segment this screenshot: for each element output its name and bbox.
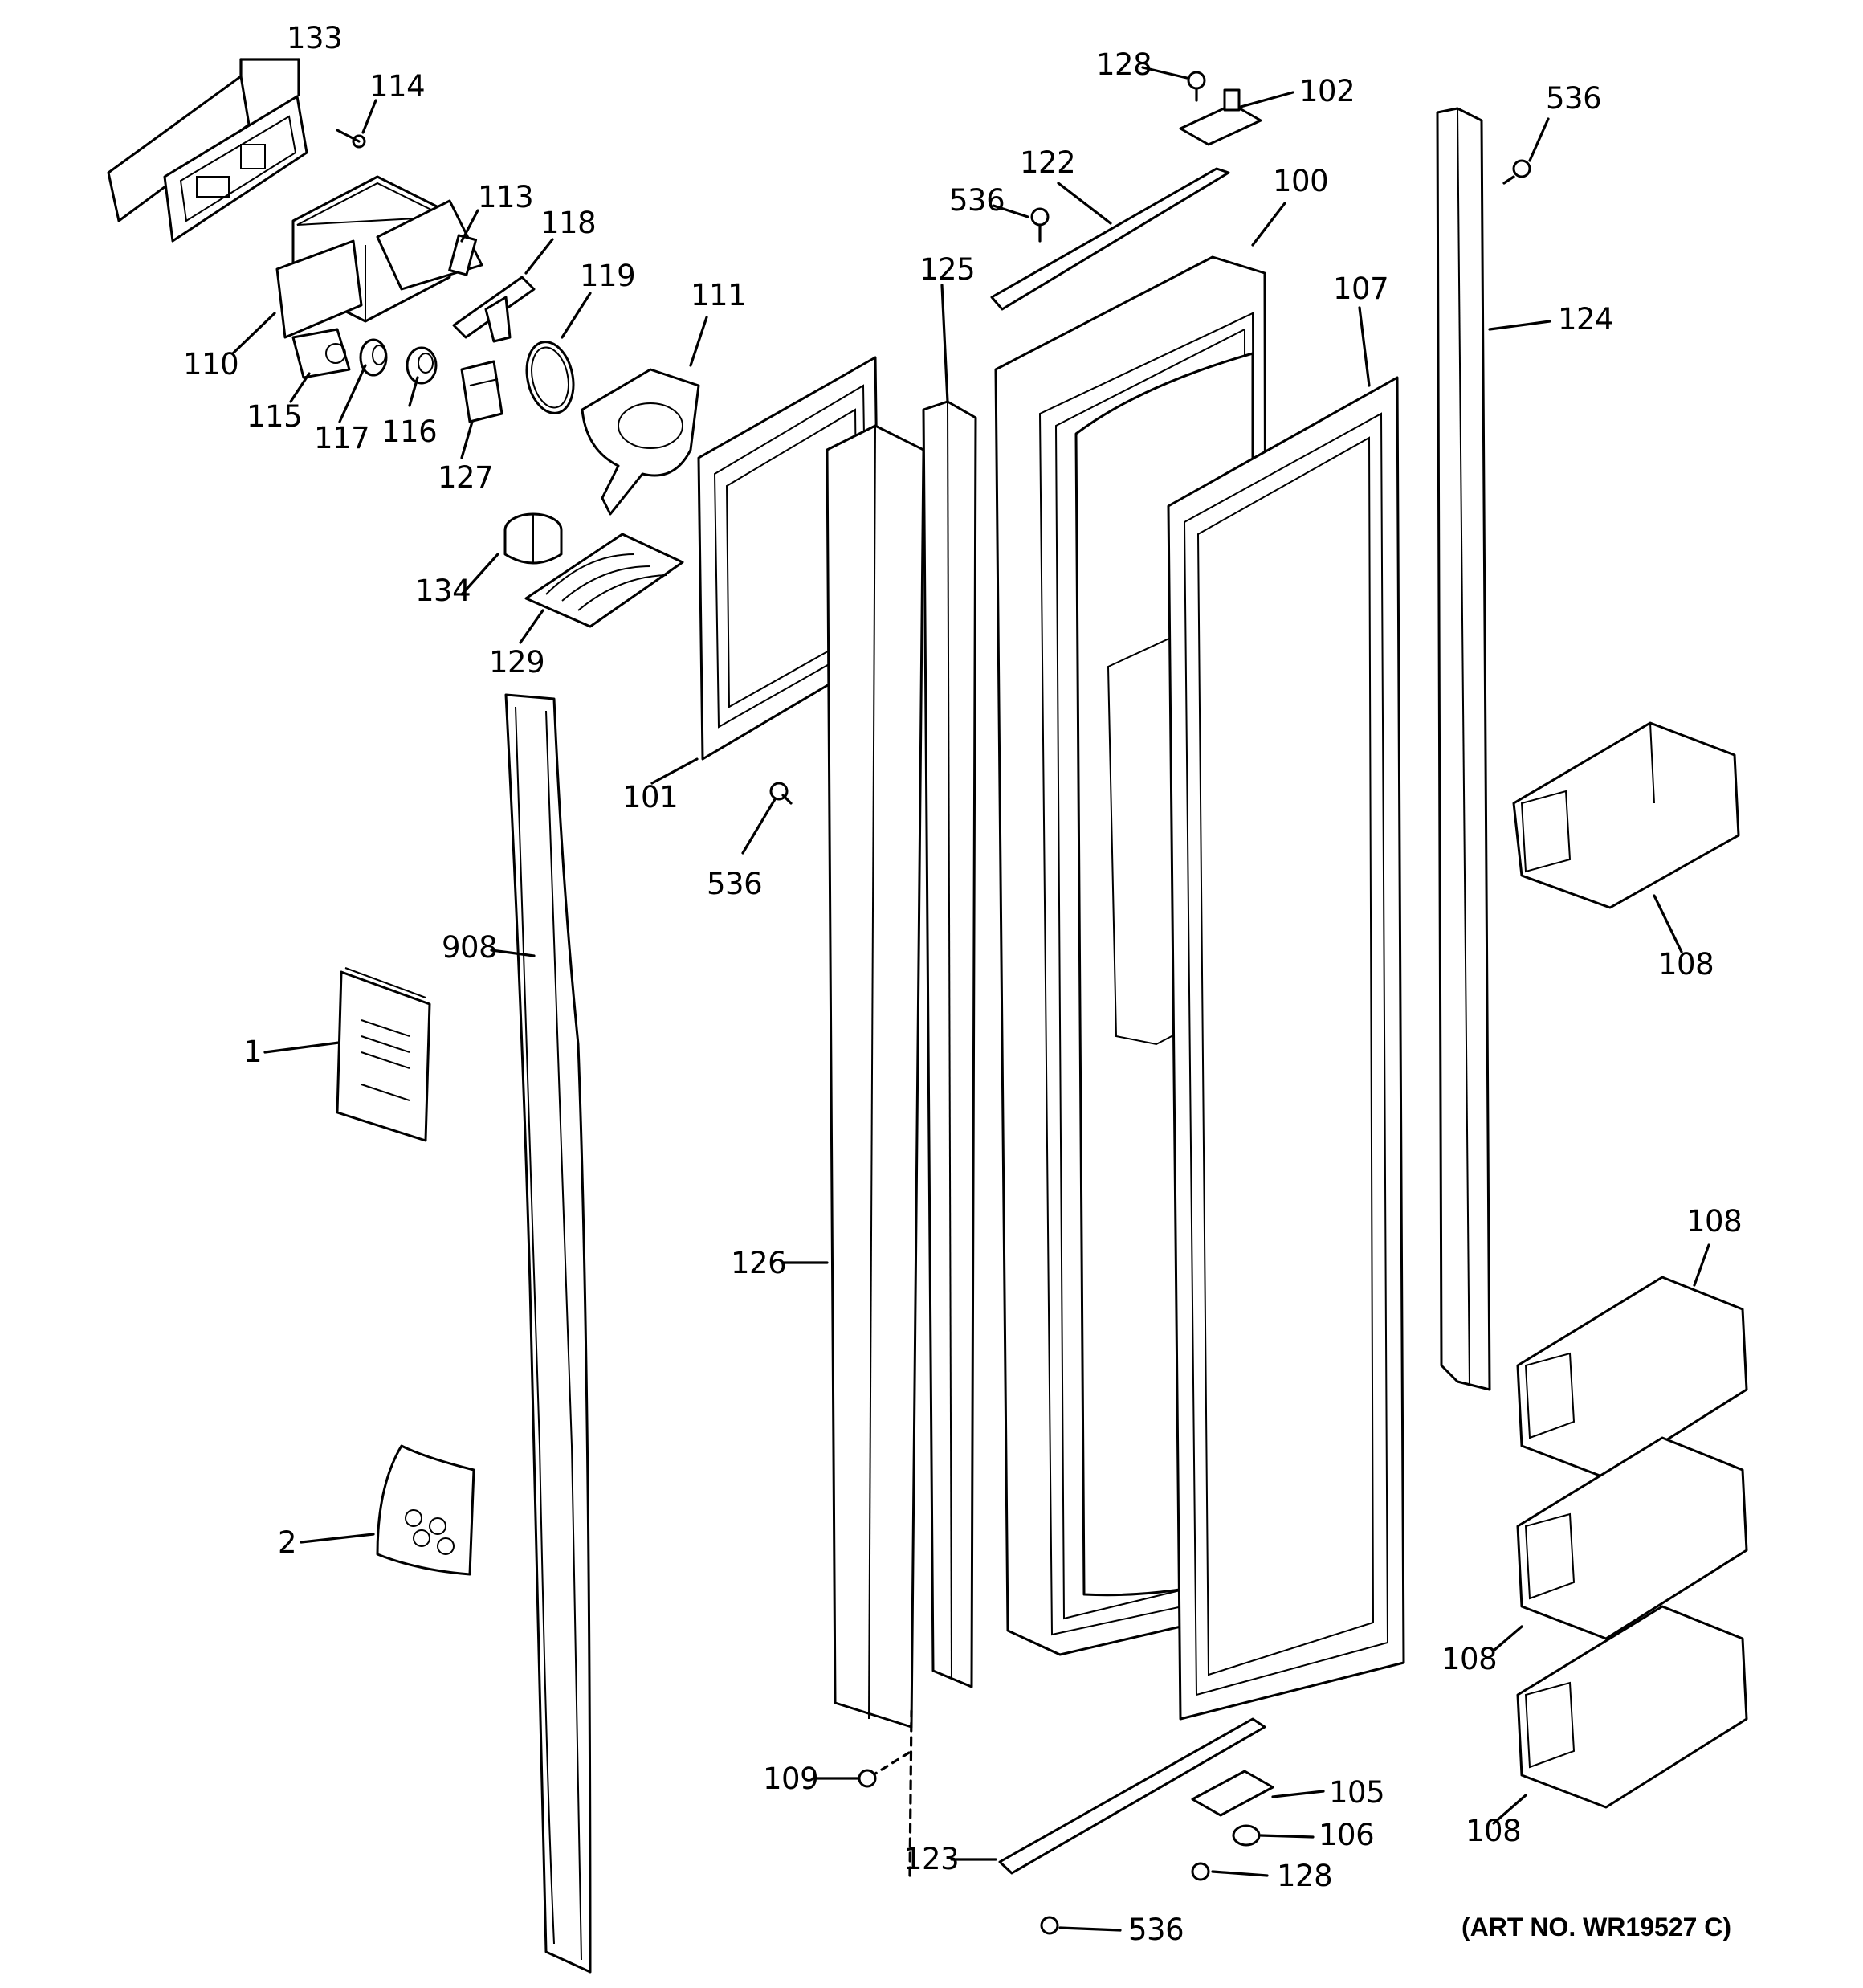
callout-108-a: 108 xyxy=(1658,947,1714,982)
part-105-hinge xyxy=(1191,1770,1274,1817)
callout-117: 117 xyxy=(314,421,369,455)
part-108-bin-b xyxy=(1516,1276,1748,1480)
part-134-cup xyxy=(503,512,563,565)
part-115-motor xyxy=(291,328,351,379)
callout-115: 115 xyxy=(247,399,302,434)
part-108-bin-d xyxy=(1516,1605,1748,1809)
callout-536-a: 536 xyxy=(707,867,762,901)
callout-118: 118 xyxy=(540,206,596,240)
callout-123: 123 xyxy=(903,1842,959,1876)
callout-119: 119 xyxy=(580,259,635,293)
part-123-bottom-cap xyxy=(998,1717,1266,1875)
part-908-gasket xyxy=(504,693,592,1974)
callout-108-c: 108 xyxy=(1441,1642,1497,1676)
callout-127: 127 xyxy=(438,460,493,495)
part-124-trim-right xyxy=(1436,107,1491,1391)
part-129-drip-grille xyxy=(524,533,684,628)
callout-536-d: 536 xyxy=(1128,1912,1184,1947)
part-102-hinge xyxy=(1179,88,1262,146)
part-536-screw-b xyxy=(1030,207,1050,243)
callout-116: 116 xyxy=(381,414,437,449)
part-114-screw xyxy=(336,129,366,149)
part-2-parts-bag xyxy=(376,1444,475,1576)
leader-lines xyxy=(231,58,1710,1932)
callout-536-c: 536 xyxy=(1546,81,1601,116)
part-1-literature xyxy=(336,967,431,1142)
callout-134: 134 xyxy=(415,574,471,608)
part-108-bin-a xyxy=(1512,721,1740,909)
part-128-screw-top xyxy=(1187,71,1206,102)
part-126-trim xyxy=(826,424,925,1729)
callout-106: 106 xyxy=(1319,1818,1374,1852)
callout-113: 113 xyxy=(478,180,533,214)
part-133-control-board xyxy=(107,75,308,243)
part-111-ice-chute xyxy=(581,368,700,516)
part-122-top-cap xyxy=(990,167,1230,311)
callout-2: 2 xyxy=(278,1525,296,1560)
callout-1: 1 xyxy=(243,1035,262,1069)
callout-129: 129 xyxy=(489,645,544,680)
callout-908: 908 xyxy=(442,930,497,965)
part-127-solenoid xyxy=(460,360,503,423)
callout-108-d: 108 xyxy=(1466,1814,1521,1848)
callout-122: 122 xyxy=(1020,145,1075,180)
callout-124: 124 xyxy=(1558,302,1613,337)
callout-128-b: 128 xyxy=(1277,1859,1332,1893)
callout-107: 107 xyxy=(1333,271,1388,306)
part-116-coupler xyxy=(406,346,438,385)
callout-114: 114 xyxy=(369,69,425,104)
part-536-screw-c xyxy=(1502,159,1531,185)
part-107-liner-panel xyxy=(1167,376,1405,1721)
part-118-lever xyxy=(452,276,536,343)
callout-133: 133 xyxy=(287,21,342,55)
callout-102: 102 xyxy=(1299,74,1355,108)
part-536-screw-a xyxy=(769,782,793,805)
part-119-o-ring xyxy=(525,341,575,414)
callout-110: 110 xyxy=(183,347,238,382)
callout-101: 101 xyxy=(622,780,678,814)
part-108-bin-c xyxy=(1516,1436,1748,1640)
callout-111: 111 xyxy=(691,278,746,312)
part-106-bushing xyxy=(1232,1824,1261,1847)
part-117-coupler xyxy=(359,338,388,377)
part-113-switch xyxy=(448,234,478,276)
part-109-screw xyxy=(858,1769,877,1788)
callout-128-a: 128 xyxy=(1096,47,1152,82)
callout-105: 105 xyxy=(1329,1775,1384,1810)
callout-108-b: 108 xyxy=(1686,1204,1742,1239)
callout-100: 100 xyxy=(1273,164,1328,198)
part-536-screw-d xyxy=(1040,1916,1059,1935)
callout-536-b: 536 xyxy=(949,183,1005,218)
callout-109: 109 xyxy=(763,1761,818,1796)
callout-126: 126 xyxy=(731,1246,786,1280)
part-125-trim xyxy=(922,400,977,1688)
art-number: (ART NO. WR19527 C) xyxy=(1461,1912,1731,1941)
callout-125: 125 xyxy=(919,252,975,287)
part-110-dispenser-housing xyxy=(275,175,483,339)
part-128-screw-bottom xyxy=(1191,1862,1210,1881)
